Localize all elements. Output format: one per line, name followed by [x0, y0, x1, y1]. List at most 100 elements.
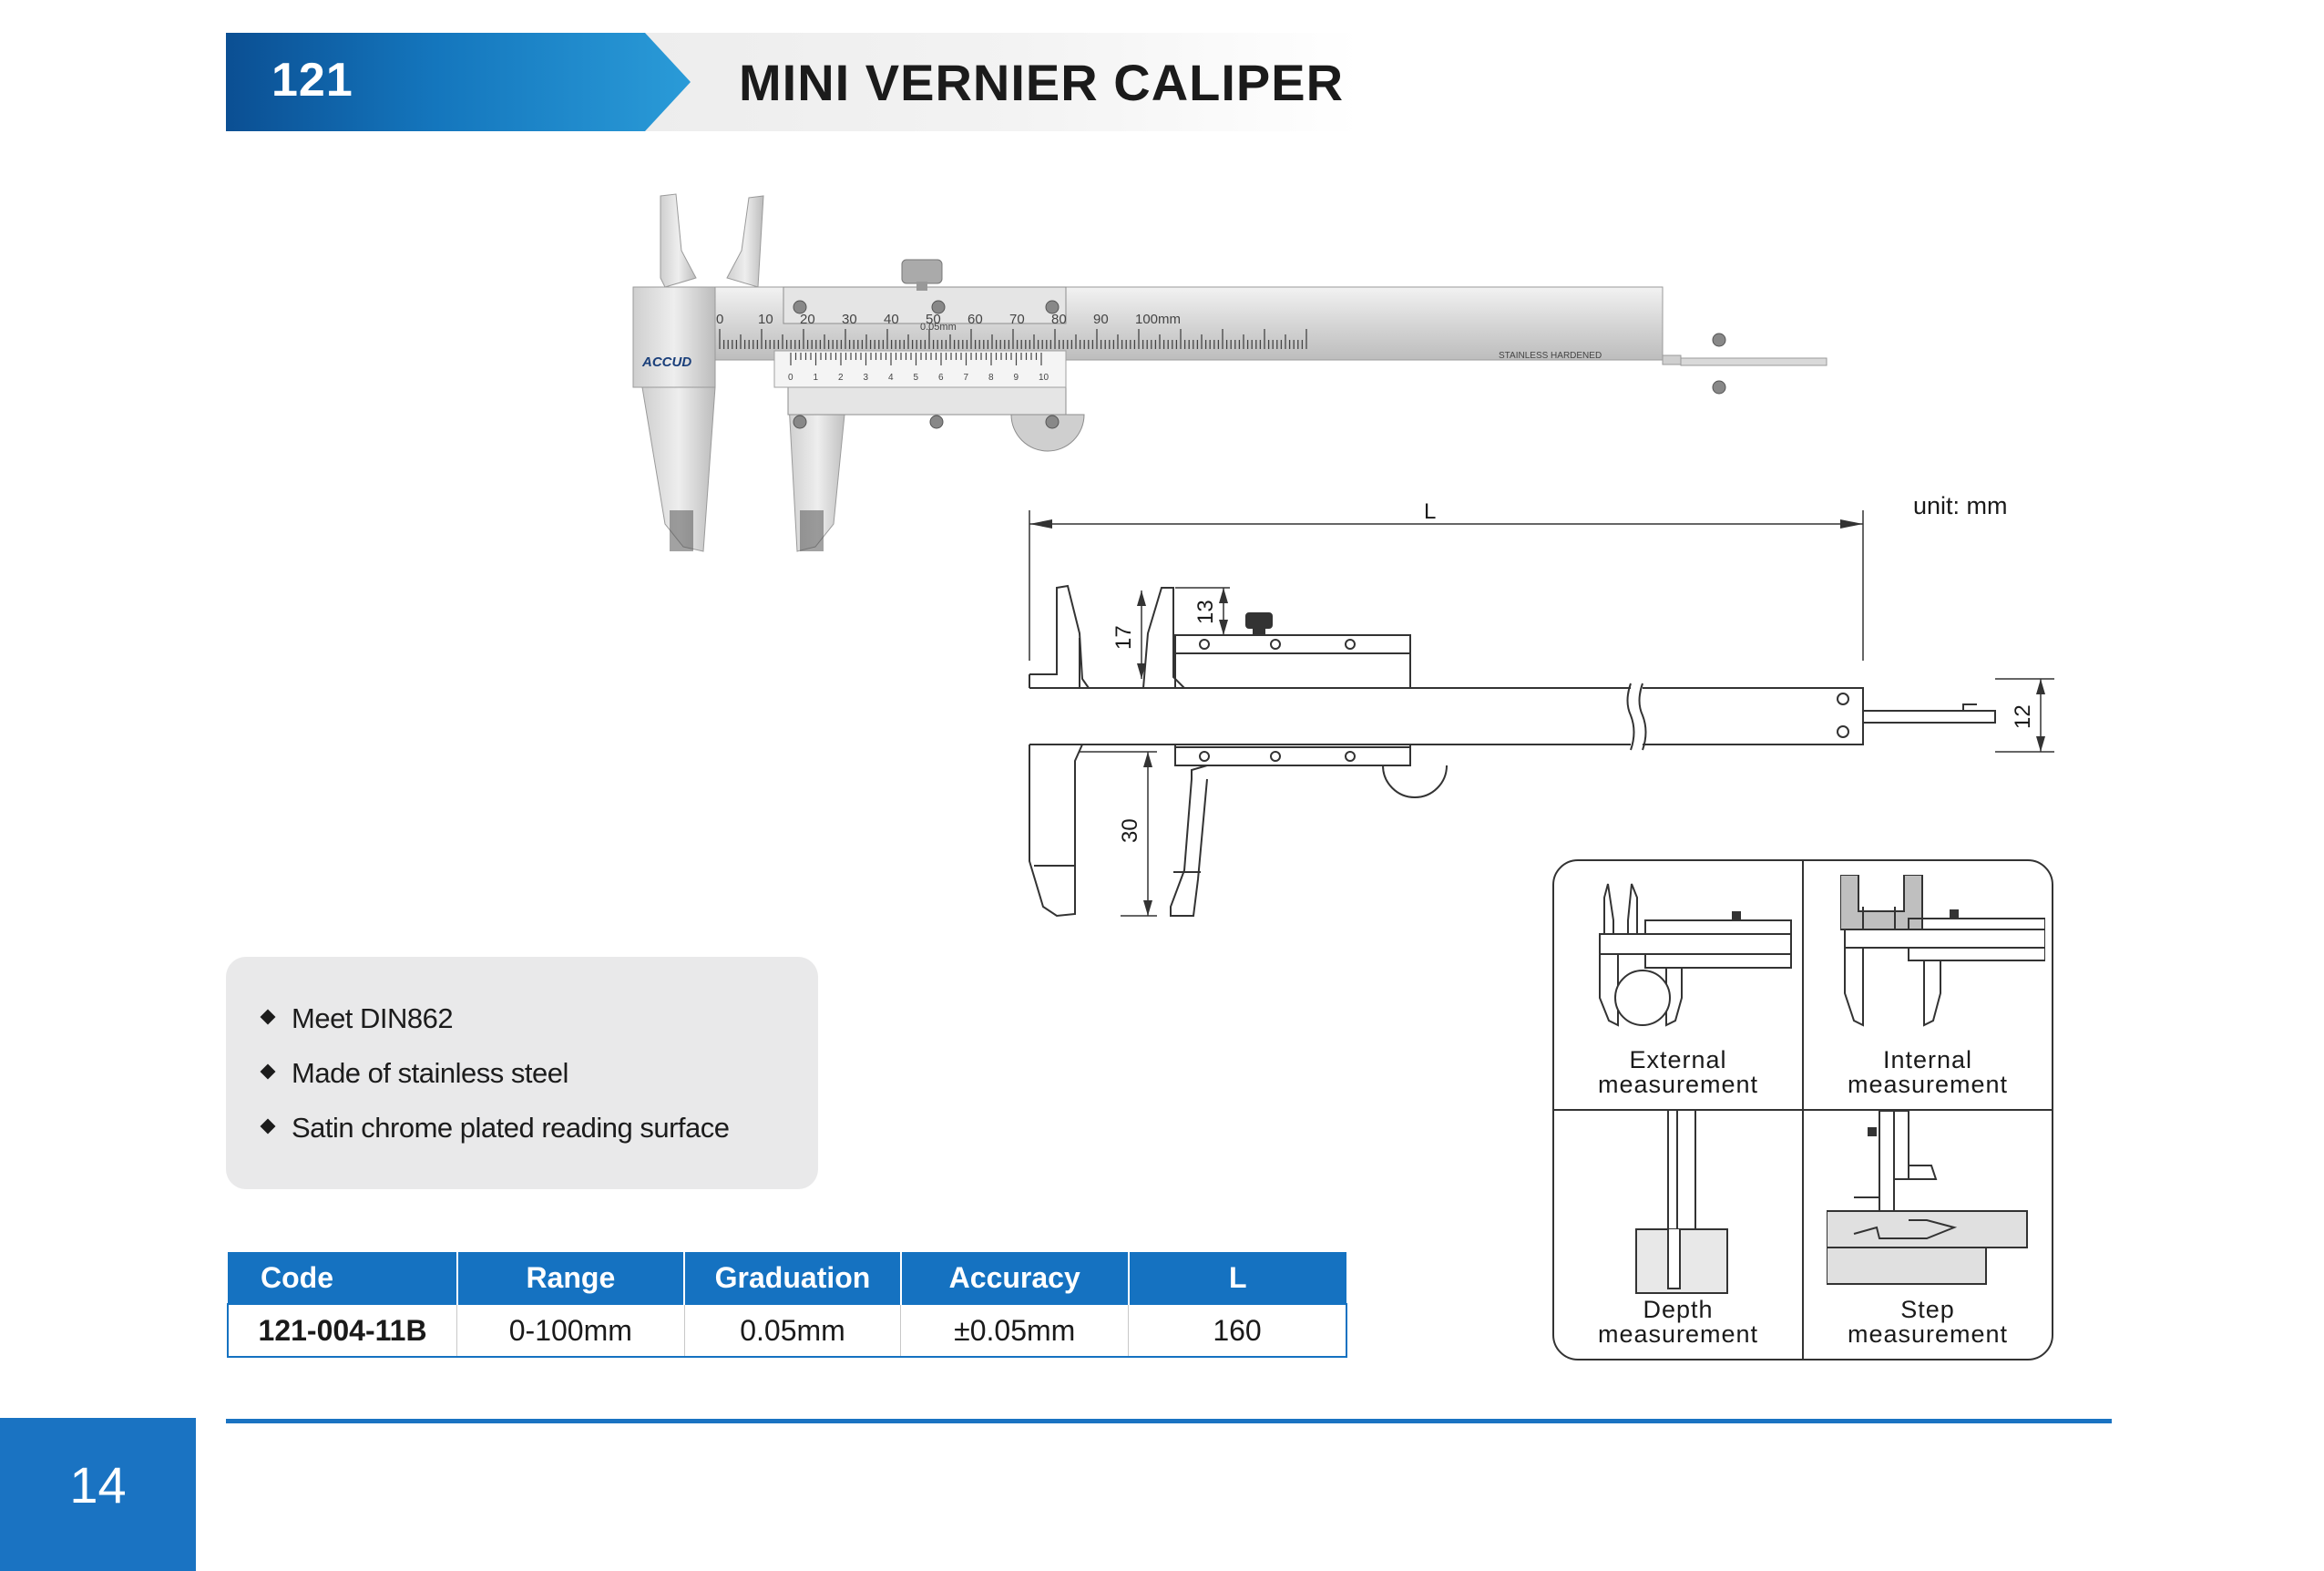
steel-stamp: STAINLESS HARDENED — [1499, 351, 1602, 361]
slider-screws — [793, 300, 1726, 429]
diamond-bullet-icon — [260, 1063, 276, 1080]
measurement-subtitle: measurement — [1597, 1071, 1759, 1098]
svg-text:30: 30 — [842, 312, 857, 327]
svg-text:40: 40 — [884, 312, 899, 327]
depth-measurement-cell: Depth measurement — [1554, 1111, 1802, 1359]
slider-bottom — [787, 382, 1067, 416]
svg-text:20: 20 — [800, 312, 815, 327]
beam-outline — [1029, 687, 1864, 745]
step-measurement-label: Step measurement — [1804, 1298, 2052, 1347]
header-range: Range — [456, 1252, 686, 1304]
cell-range: 0-100mm — [456, 1303, 685, 1358]
depth-measurement-icon — [1635, 1111, 1728, 1294]
slider-top — [783, 286, 1067, 324]
dimension-L-label: L — [1424, 499, 1436, 524]
brand-logo: ACCUD — [641, 354, 691, 370]
header-banner: 121 MINI VERNIER CALIPER — [226, 33, 1360, 131]
internal-measurement-icon — [1840, 875, 2045, 1027]
svg-text:8: 8 — [988, 373, 994, 383]
diamond-bullet-icon — [260, 1118, 276, 1135]
depth-rod — [1662, 354, 1682, 365]
svg-text:90: 90 — [1093, 312, 1109, 327]
vernier-plate — [773, 350, 1067, 388]
cell-code: 121-004-11B — [227, 1303, 458, 1358]
measurement-title: Step — [1900, 1296, 1955, 1323]
dimension-12-label: 12 — [2011, 704, 2035, 729]
svg-text:6: 6 — [938, 373, 944, 383]
banner-arrow — [226, 33, 691, 131]
measurement-title: Internal — [1882, 1046, 1973, 1073]
page-number: 14 — [69, 1456, 127, 1514]
svg-text:1: 1 — [814, 373, 819, 383]
svg-text:3: 3 — [864, 373, 869, 383]
dimension-30-label: 30 — [1118, 818, 1142, 843]
external-measurement-label: External measurement — [1554, 1048, 1802, 1097]
dimension-17-label: 17 — [1111, 625, 1136, 650]
svg-text:9: 9 — [1014, 373, 1019, 383]
cell-accuracy: ±0.05mm — [900, 1303, 1130, 1358]
panel-grid — [1554, 861, 2052, 1359]
header-graduation: Graduation — [684, 1252, 902, 1304]
external-measurement-icon — [1599, 883, 1792, 1027]
spec-table: Code Range Graduation Accuracy L 121-004… — [227, 1252, 1348, 1358]
svg-text:4: 4 — [888, 373, 894, 383]
svg-text:10: 10 — [1039, 373, 1049, 383]
outside-jaw-fixed-drawing — [1029, 744, 1083, 918]
header-length: L — [1128, 1252, 1346, 1304]
inside-jaw-fixed — [660, 193, 697, 288]
lock-screw — [901, 259, 943, 284]
header-accuracy: Accuracy — [900, 1252, 1130, 1304]
svg-text:10: 10 — [758, 312, 773, 327]
svg-text:0: 0 — [716, 312, 723, 327]
vernier-scale-ticks — [790, 353, 1042, 365]
dimension-13-label: 13 — [1193, 600, 1218, 624]
measurement-panel: External measurement Internal measuremen… — [1552, 859, 2053, 1361]
feature-item: Made of stainless steel — [260, 1057, 568, 1090]
measurement-subtitle: measurement — [1847, 1071, 2009, 1098]
product-title: MINI VERNIER CALIPER — [739, 54, 1345, 111]
svg-text:0: 0 — [788, 373, 793, 383]
svg-text:80: 80 — [1051, 312, 1067, 327]
svg-text:100mm: 100mm — [1135, 312, 1181, 327]
technical-drawing: L 17 13 30 12 — [1029, 499, 2054, 918]
step-measurement-cell: Step measurement — [1804, 1111, 2052, 1359]
svg-text:5: 5 — [914, 373, 919, 383]
feature-text: Meet DIN862 — [292, 1002, 454, 1034]
depth-measurement-label: Depth measurement — [1554, 1298, 1802, 1347]
main-scale-ticks — [719, 329, 1307, 349]
table-row: 121-004-11B 0-100mm 0.05mm ±0.05mm 160 — [227, 1303, 1348, 1358]
measurement-title: External — [1629, 1046, 1727, 1073]
external-measurement-cell: External measurement — [1554, 861, 1802, 1109]
inside-jaw-slide — [726, 195, 764, 288]
feature-text: Made of stainless steel — [292, 1057, 568, 1089]
svg-text:7: 7 — [964, 373, 969, 383]
feature-item: Meet DIN862 — [260, 1002, 454, 1035]
page-number-tab — [0, 1418, 196, 1571]
features-box: Meet DIN862 Made of stainless steel Sati… — [226, 957, 818, 1189]
svg-text:70: 70 — [1009, 312, 1025, 327]
measurement-subtitle: measurement — [1847, 1320, 2009, 1348]
footer-divider — [226, 1419, 2112, 1423]
model-number: 121 — [271, 54, 353, 107]
svg-text:50: 50 — [926, 312, 941, 327]
diamond-bullet-icon — [260, 1009, 276, 1025]
unit-label: unit: mm — [1913, 492, 2008, 519]
internal-measurement-cell: Internal measurement — [1804, 861, 2052, 1109]
main-scale-labels: 0 10 20 30 40 50 60 70 80 90 100mm — [716, 312, 1181, 327]
vernier-reading-label: 0.05mm — [920, 322, 957, 333]
thumb-wheel — [1010, 414, 1085, 452]
feature-text: Satin chrome plated reading surface — [292, 1112, 730, 1144]
step-measurement-icon — [1827, 1111, 2028, 1285]
vernier-scale-labels: 0 1 2 3 4 5 6 7 8 9 10 — [788, 373, 1049, 383]
cell-graduation: 0.05mm — [683, 1303, 902, 1358]
svg-text:60: 60 — [967, 312, 983, 327]
internal-measurement-label: Internal measurement — [1804, 1048, 2052, 1097]
feature-item: Satin chrome plated reading surface — [260, 1112, 730, 1145]
table-header-row: Code Range Graduation Accuracy L — [228, 1252, 1346, 1304]
header-code: Code — [228, 1252, 458, 1304]
measurement-title: Depth — [1643, 1296, 1714, 1323]
cell-length: 160 — [1128, 1303, 1348, 1358]
measurement-subtitle: measurement — [1597, 1320, 1759, 1348]
svg-text:2: 2 — [838, 373, 844, 383]
